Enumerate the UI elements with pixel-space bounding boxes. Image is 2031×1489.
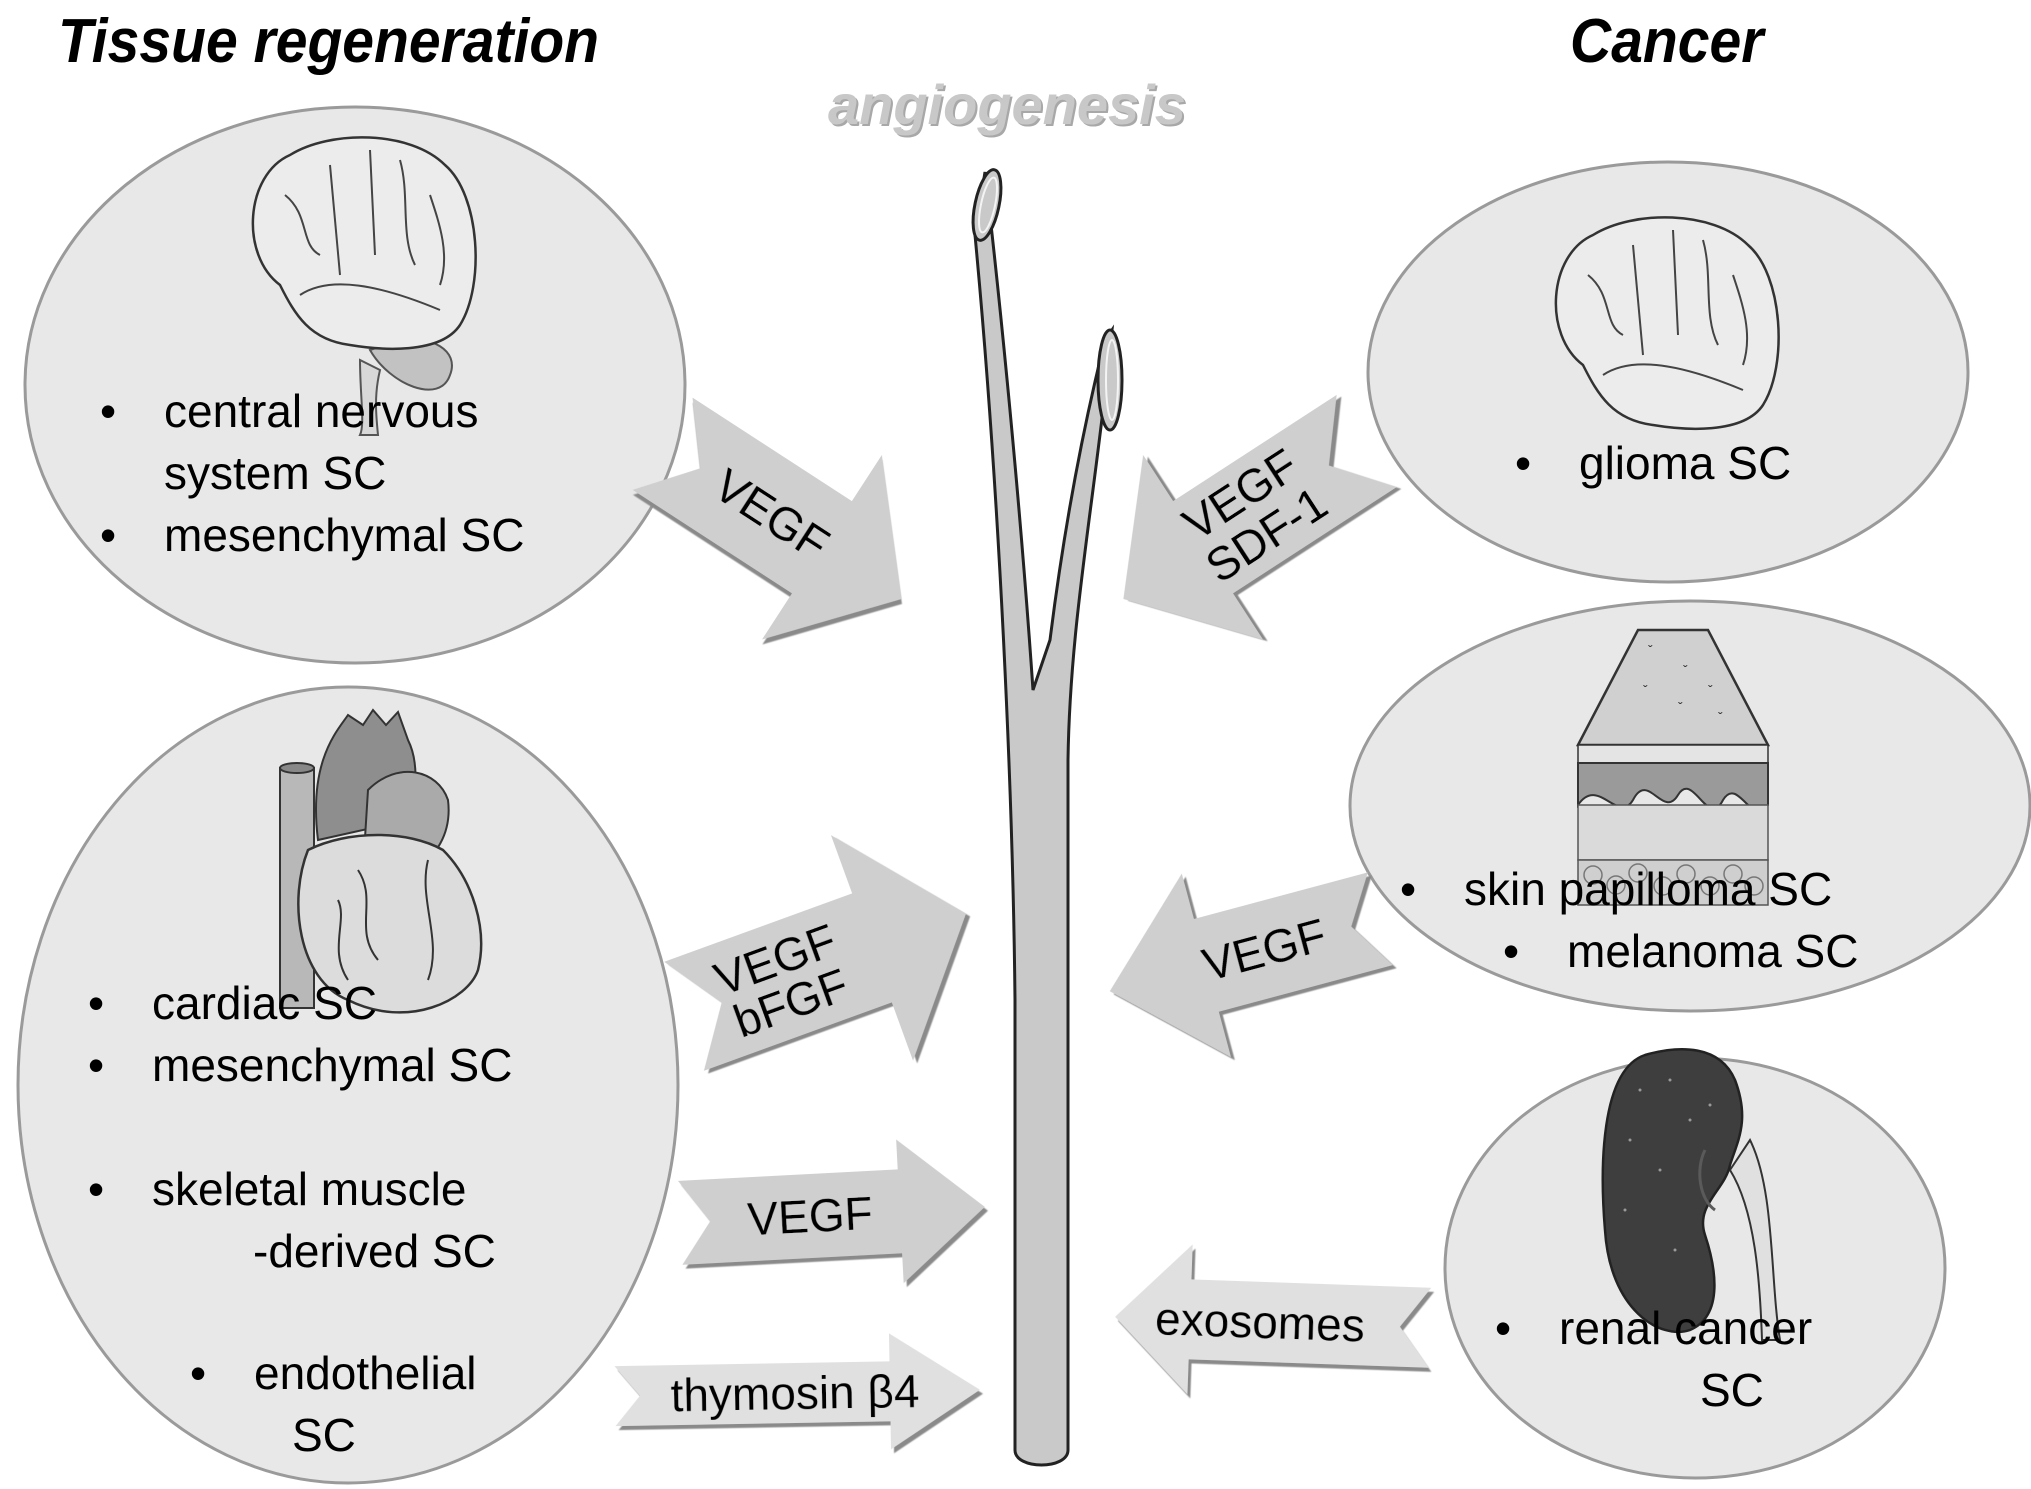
- ellipse-left-bottom: [16, 685, 680, 1485]
- arrow-thymosin: thymosin β4: [614, 1333, 980, 1450]
- list-item: •mesenchymal SC: [100, 509, 525, 561]
- heading-cancer: Cancer: [1570, 7, 1764, 76]
- arrow-label: VEGF: [746, 1187, 874, 1245]
- heading-angiogenesis: angiogenesis: [828, 73, 1186, 136]
- arrow-vegf-right: VEGF: [1109, 872, 1393, 1058]
- list-item-cont: SC: [292, 1409, 356, 1461]
- bullet-list-skin: •skin papilloma SC •melanoma SC: [1400, 858, 1858, 982]
- arrow-label: thymosin β4: [670, 1365, 920, 1421]
- list-item: •mesenchymal SC: [88, 1039, 513, 1091]
- list-item: •cardiac SC: [88, 977, 377, 1029]
- heading-tissue-regeneration: Tissue regeneration: [58, 7, 600, 76]
- arrow-label: exosomes: [1154, 1292, 1365, 1351]
- list-item: •central nervous: [100, 385, 479, 437]
- heart-icon: [279, 708, 483, 1014]
- list-item: •endothelial: [190, 1347, 477, 1399]
- list-item: •melanoma SC: [1503, 925, 1859, 977]
- list-item-cont: SC: [1700, 1364, 1764, 1416]
- svg-text:ˇ: ˇ: [1683, 662, 1688, 678]
- list-item: •glioma SC: [1515, 437, 1792, 489]
- bullet-list-endothelial: •endothelial SC: [190, 1342, 477, 1466]
- bullet-list-left-top: •central nervous system SC •mesenchymal …: [100, 380, 524, 566]
- svg-text:ˇ: ˇ: [1718, 709, 1723, 725]
- arrow-vegf-bfgf: VEGF bFGF: [664, 835, 966, 1071]
- brain-icon: [251, 136, 477, 436]
- bullet-list-glioma: •glioma SC: [1515, 432, 1791, 494]
- brain-icon-glioma: [1554, 216, 1780, 430]
- bullet-list-renal: •renal cancer SC: [1495, 1297, 1812, 1421]
- list-item-cont: -derived SC: [253, 1225, 496, 1277]
- svg-text:ˇ: ˇ: [1708, 682, 1713, 698]
- arrow-exosomes: exosomes: [1115, 1244, 1432, 1395]
- svg-text:ˇ: ˇ: [1648, 642, 1653, 658]
- list-item: •skin papilloma SC: [1400, 863, 1833, 915]
- blood-vessel-icon: [971, 168, 1124, 1467]
- ellipse-left-top: [23, 105, 687, 665]
- svg-text:ˇ: ˇ: [1643, 682, 1648, 698]
- bullet-list-left-bottom: •cardiac SC •mesenchymal SC: [88, 972, 512, 1096]
- arrow-vegf-left-mid: VEGF: [678, 1139, 985, 1284]
- list-item: •skeletal muscle: [88, 1163, 467, 1215]
- list-item-cont: system SC: [164, 447, 387, 499]
- kidney-icon: [1601, 1048, 1782, 1341]
- list-item: •renal cancer: [1495, 1302, 1813, 1354]
- bullet-list-skeletal: •skeletal muscle -derived SC: [88, 1158, 496, 1282]
- svg-text:ˇ: ˇ: [1678, 699, 1683, 715]
